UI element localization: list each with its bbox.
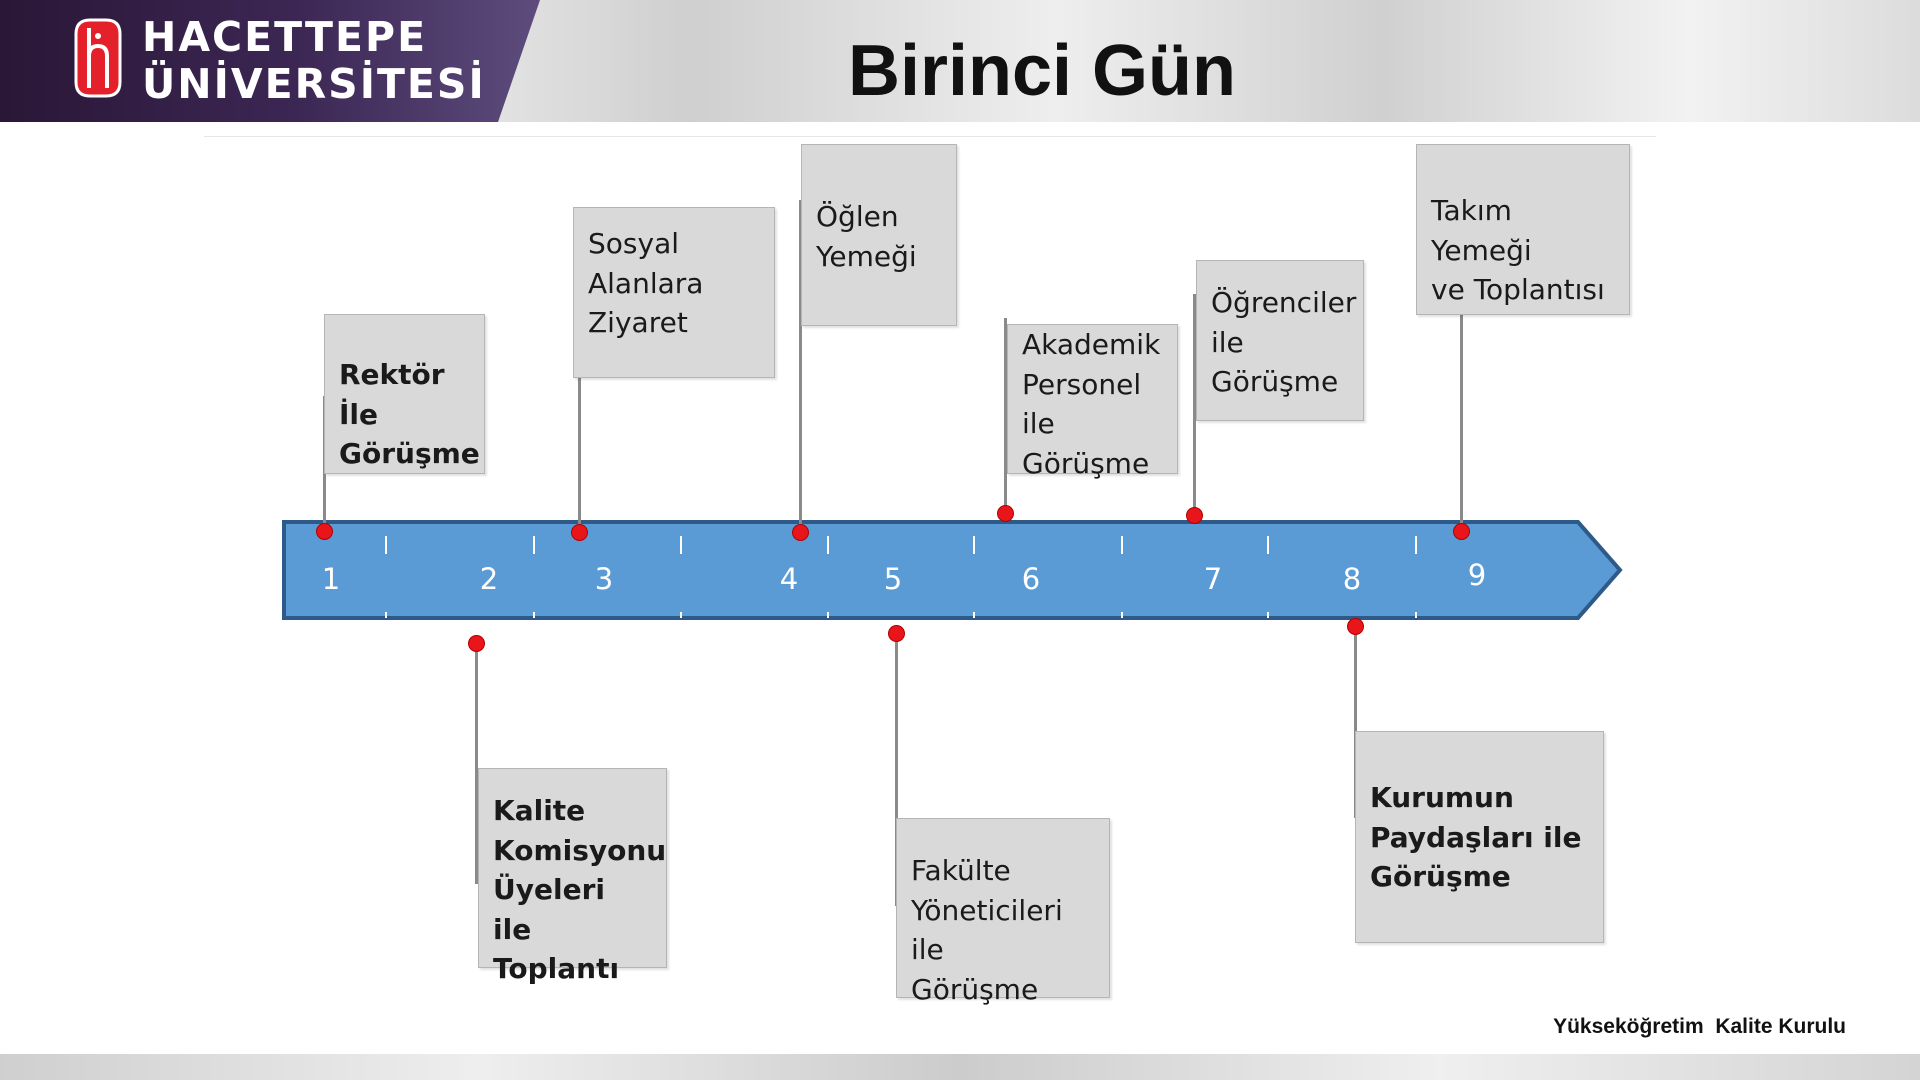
timeline-arrow	[282, 520, 1623, 620]
footer-band	[0, 1054, 1920, 1080]
timeline-number: 1	[321, 562, 341, 596]
connector-line	[1460, 314, 1463, 532]
connector-line	[578, 284, 581, 532]
slide-title: Birinci Gün	[847, 31, 1237, 111]
timeline-number: 5	[883, 562, 903, 596]
timeline-number: 2	[479, 562, 499, 596]
event-box-lunch: Öğlen Yemeği	[801, 144, 957, 326]
connector-line	[1193, 294, 1196, 516]
event-box-social-areas: Sosyal Alanlara Ziyaret	[573, 207, 775, 378]
timeline-number: 9	[1467, 558, 1487, 592]
timeline-number: 8	[1342, 562, 1362, 596]
university-name: HACETTEPE ÜNİVERSİTESİ	[142, 14, 486, 108]
university-logo-icon	[74, 18, 122, 98]
event-marker	[889, 626, 904, 641]
event-marker	[572, 525, 587, 540]
event-box-academic-staff: Akademik Personel ile Görüşme	[1007, 324, 1178, 480]
timeline-number: 7	[1203, 562, 1223, 596]
event-box-faculty-executives: Fakülte Yöneticileri ile Görüşme	[896, 818, 1110, 1006]
logo-line-2: ÜNİVERSİTESİ	[142, 60, 486, 108]
event-box-rector-meeting: Rektör İle Görüşme	[324, 314, 485, 474]
event-box-students: Öğrenciler ile Görüşme	[1196, 260, 1364, 421]
event-marker	[469, 636, 484, 651]
event-marker	[998, 506, 1013, 521]
logo-band: HACETTEPE ÜNİVERSİTESİ	[0, 0, 540, 122]
connector-line	[1004, 318, 1007, 514]
event-box-quality-commission: Kalite Komisyonu Üyeleri ile Toplantı	[478, 768, 667, 985]
logo-line-1: HACETTEPE	[142, 13, 428, 61]
event-marker	[1454, 524, 1469, 539]
event-marker	[1187, 508, 1202, 523]
timeline-number: 4	[779, 562, 799, 596]
connector-line	[475, 644, 478, 884]
event-box-team-dinner: Takım Yemeği ve Toplantısı	[1416, 144, 1630, 315]
connector-line	[1354, 626, 1357, 818]
connector-line	[799, 200, 802, 532]
timeline-number: 3	[594, 562, 614, 596]
event-marker	[1348, 619, 1363, 634]
footer-org-name: Yükseköğretim Kalite Kurulu	[1553, 1015, 1846, 1038]
event-box-stakeholders: Kurumun Paydaşları ile Görüşme	[1355, 731, 1604, 943]
event-marker	[793, 525, 808, 540]
connector-line	[895, 634, 898, 906]
event-marker	[317, 524, 332, 539]
timeline-number: 6	[1021, 562, 1041, 596]
